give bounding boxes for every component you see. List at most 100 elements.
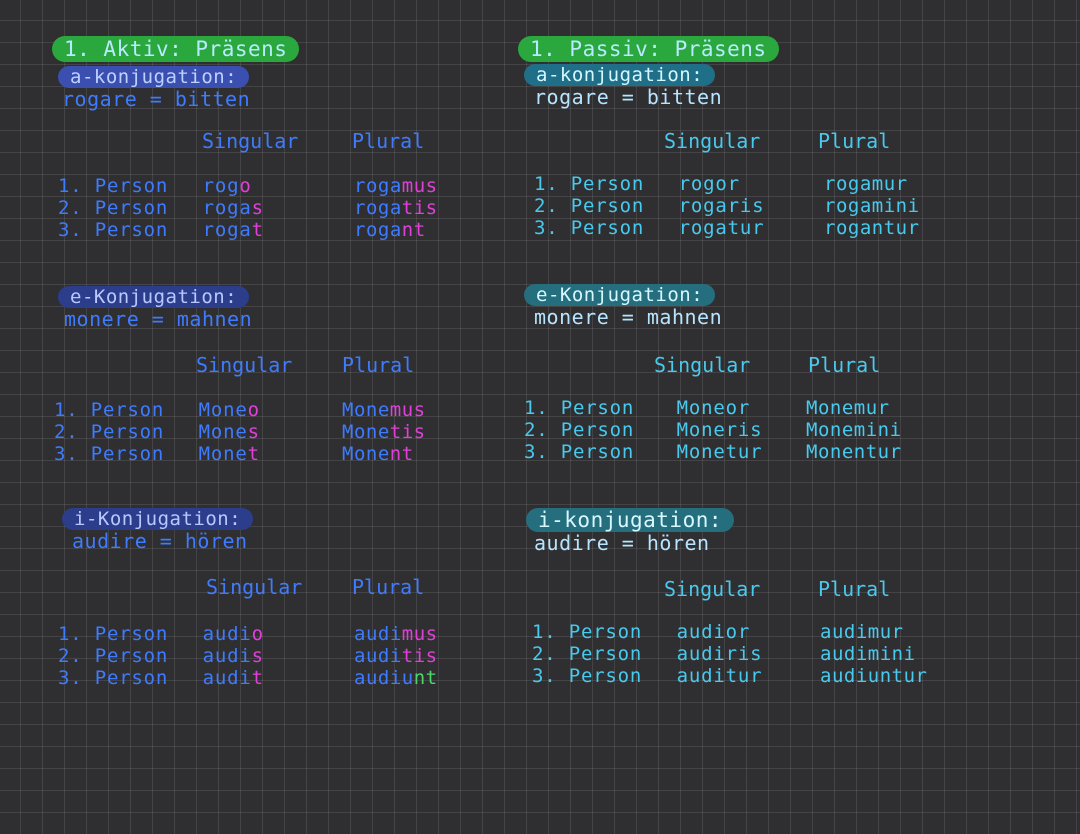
person-label: 3. Person — [532, 665, 643, 687]
form-part: mur — [867, 621, 904, 643]
sg-ending: o — [247, 399, 260, 421]
form-part: mur — [853, 397, 890, 419]
person-label: 2. Person — [58, 197, 169, 219]
aktiv-i-row-3: 3. Person audit — [58, 668, 264, 688]
sg-ending: tur — [725, 441, 763, 463]
form-part: mus — [389, 399, 426, 421]
form-part: mini — [867, 643, 916, 665]
form-part: mini — [853, 419, 902, 441]
aktiv-a-plural-1: rogamus — [354, 176, 438, 196]
passiv-a-row-2: 2. Person rogaris — [534, 196, 764, 216]
form-part: audi — [820, 621, 868, 643]
passiv-title: 1. Passiv: Präsens — [518, 36, 779, 62]
passiv-i-plural-label: Plural — [818, 577, 891, 601]
form-part: audi — [354, 623, 402, 645]
form-part: nt — [389, 443, 414, 465]
person-label: 1. Person — [524, 397, 635, 419]
person-label: 2. Person — [524, 419, 635, 441]
passiv-i-plural-2: audimini — [820, 644, 916, 664]
form-part: roga — [824, 217, 872, 239]
sg-stem: Mone — [676, 397, 726, 419]
passiv-a-plural-3: rogantur — [824, 218, 920, 238]
passiv-a-row-1: 1. Person rogor — [534, 174, 740, 194]
aktiv-a-singular-label: Singular — [202, 129, 299, 153]
passiv-i-row-3: 3. Person auditur — [532, 666, 762, 686]
person-label: 2. Person — [54, 421, 165, 443]
aktiv-e-plural-2: Monetis — [342, 422, 426, 442]
person-label: 1. Person — [58, 175, 169, 197]
sg-ending: t — [251, 667, 264, 689]
aktiv-i-row-1: 1. Person audio — [58, 624, 264, 644]
sg-ending: or — [715, 173, 740, 195]
form-part: audi — [820, 643, 868, 665]
aktiv-e-plural-1: Monemus — [342, 400, 426, 420]
form-part: Mone — [342, 421, 390, 443]
form-part: roga — [824, 173, 872, 195]
sg-ending: o — [251, 623, 264, 645]
passiv-e-row-2: 2. Person Moneris — [524, 420, 762, 440]
form-part: tis — [389, 421, 426, 443]
form-part: mur — [871, 173, 908, 195]
aktiv-e-heading: e-Konjugation: — [58, 286, 250, 308]
sg-stem: audi — [676, 665, 726, 687]
passiv-i-plural-3: audiuntur — [820, 666, 927, 686]
sg-stem: Mone — [198, 421, 248, 443]
passiv-e-plural-label: Plural — [808, 353, 881, 377]
aktiv-a-row-2: 2. Person rogas — [58, 198, 264, 218]
person-label: 1. Person — [532, 621, 643, 643]
person-label: 1. Person — [534, 173, 645, 195]
aktiv-a-row-1: 1. Person rogo — [58, 176, 252, 196]
sg-ending: s — [247, 421, 260, 443]
aktiv-i-heading: i-Konjugation: — [62, 508, 254, 530]
aktiv-e-row-2: 2. Person Mones — [54, 422, 260, 442]
passiv-a-plural-label: Plural — [818, 129, 891, 153]
person-label: 3. Person — [58, 219, 169, 241]
sg-ending: tur — [727, 217, 765, 239]
form-part: ntur — [871, 217, 920, 239]
aktiv-a-plural-2: rogatis — [354, 198, 438, 218]
form-part: Mone — [342, 399, 390, 421]
passiv-i-heading: i-konjugation: — [526, 508, 735, 532]
passiv-e-plural-2: Monemini — [806, 420, 902, 440]
sg-stem: audi — [202, 645, 252, 667]
aktiv-a-heading: a-konjugation: — [58, 66, 250, 88]
form-part: audiu — [354, 667, 414, 689]
form-part: Mone — [806, 419, 854, 441]
aktiv-a-row-3: 3. Person rogat — [58, 220, 264, 240]
sg-stem: audi — [676, 643, 726, 665]
person-label: 1. Person — [54, 399, 165, 421]
sg-stem: Mone — [676, 441, 726, 463]
passiv-a-plural-2: rogamini — [824, 196, 920, 216]
sg-stem: rog — [202, 175, 240, 197]
aktiv-i-plural-2: auditis — [354, 646, 438, 666]
sg-ending: ris — [725, 643, 763, 665]
passiv-i-verb: audire = hören — [534, 531, 710, 555]
passiv-e-singular-label: Singular — [654, 353, 751, 377]
sg-stem: Mone — [198, 399, 248, 421]
sg-stem: roga — [678, 217, 728, 239]
form-part: audi — [354, 645, 402, 667]
form-part: Mone — [342, 443, 390, 465]
aktiv-a-verb: rogare = bitten — [62, 87, 251, 111]
sg-ending: s — [251, 645, 264, 667]
sg-stem: audi — [202, 623, 252, 645]
sg-stem: roga — [202, 219, 252, 241]
aktiv-i-verb: audire = hören — [72, 529, 248, 553]
person-label: 2. Person — [534, 195, 645, 217]
form-part: audiu — [820, 665, 880, 687]
aktiv-i-plural-3: audiunt — [354, 668, 438, 688]
aktiv-e-row-1: 1. Person Moneo — [54, 400, 260, 420]
passiv-e-row-1: 1. Person Moneor — [524, 398, 750, 418]
form-part: roga — [354, 175, 402, 197]
person-label: 1. Person — [58, 623, 169, 645]
person-label: 3. Person — [534, 217, 645, 239]
passiv-a-row-3: 3. Person rogatur — [534, 218, 764, 238]
passiv-i-singular-label: Singular — [664, 577, 761, 601]
form-part: Mone — [806, 397, 854, 419]
sg-ending: o — [239, 175, 252, 197]
passiv-e-verb: monere = mahnen — [534, 305, 723, 329]
sg-stem: roga — [678, 195, 728, 217]
aktiv-i-row-2: 2. Person audis — [58, 646, 264, 666]
sg-ending: or — [725, 621, 751, 643]
